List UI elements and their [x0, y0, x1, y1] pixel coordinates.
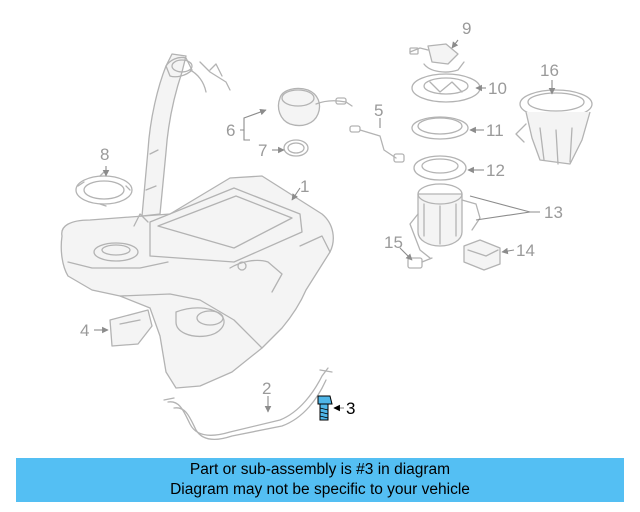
banner-line-disclaimer: Diagram may not be specific to your vehi…: [170, 481, 470, 498]
callout-14[interactable]: 14: [516, 241, 535, 260]
fuel-pump-part: [409, 155, 481, 259]
sensor-cable-part: [349, 125, 405, 163]
lock-ring-part: [75, 171, 133, 207]
leader-lines: [94, 39, 556, 413]
fuel-tank-part: [60, 175, 334, 389]
callout-13[interactable]: 13: [544, 203, 563, 222]
callout-10[interactable]: 10: [488, 79, 507, 98]
seal-ring-part: [411, 116, 469, 140]
callout-7[interactable]: 7: [258, 141, 267, 160]
callout-12[interactable]: 12: [486, 161, 505, 180]
banner-line-part-number: Part or sub-assembly is #3 in diagram: [189, 461, 451, 478]
callout-2[interactable]: 2: [262, 379, 271, 398]
bolt-part-highlighted[interactable]: [317, 395, 333, 421]
harness-connector-part: [407, 257, 433, 269]
callout-1[interactable]: 1: [300, 177, 309, 196]
filler-neck-part: [133, 53, 231, 227]
gasket-part: [283, 139, 309, 157]
callout-numbers: 1 2 3 4 5 6 7 8 9 10 11 12 13 14 15 16: [80, 19, 563, 418]
pump-module-part: [515, 89, 593, 165]
callout-11[interactable]: 11: [486, 121, 504, 140]
callout-4[interactable]: 4: [80, 321, 89, 340]
info-banner: Part or sub-assembly is #3 in diagram Di…: [16, 458, 624, 502]
pump-bracket-part: [463, 239, 501, 271]
callout-15[interactable]: 15: [384, 233, 403, 252]
parts-diagram: 1 2 3 4 5 6 7 8 9 10 11 12 13 14 15 16: [60, 19, 593, 441]
callout-9[interactable]: 9: [462, 19, 471, 38]
callout-16[interactable]: 16: [540, 61, 559, 80]
callout-5[interactable]: 5: [374, 101, 383, 120]
callout-3[interactable]: 3: [346, 399, 355, 418]
tank-strap-part: [163, 367, 333, 441]
flange-connector-part: [409, 43, 465, 73]
callout-8[interactable]: 8: [100, 145, 109, 164]
callout-6[interactable]: 6: [226, 121, 235, 140]
tank-bracket-part: [109, 309, 153, 347]
pump-flange-part: [411, 73, 481, 103]
fuel-cap-part: [277, 87, 353, 127]
